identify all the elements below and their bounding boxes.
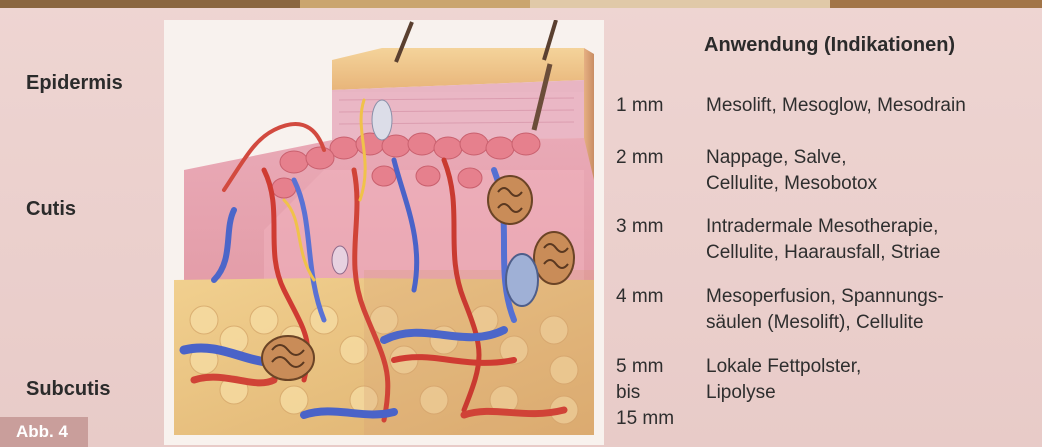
indication-text: Mesoperfusion, Spannungs- säulen (Mesoli…	[706, 284, 944, 336]
depth-value: 5 mm bis 15 mm	[616, 354, 674, 432]
indication-text: Mesolift, Mesoglow, Mesodrain	[706, 93, 966, 119]
indication-text: Lokale Fettpolster, Lipolyse	[706, 354, 861, 406]
layer-label-cutis: Cutis	[26, 198, 76, 221]
layer-label-subcutis: Subcutis	[26, 378, 110, 401]
figure-label: Abb. 4	[0, 417, 88, 447]
indication-text: Intradermale Mesotherapie, Cellulite, Ha…	[706, 214, 940, 266]
skin-cross-section-illustration	[164, 20, 604, 445]
depth-value: 2 mm	[616, 145, 664, 171]
depth-value: 4 mm	[616, 284, 664, 310]
depth-value: 3 mm	[616, 214, 664, 240]
indications-header: Anwendung (Indikationen)	[704, 34, 955, 57]
indication-text: Nappage, Salve, Cellulite, Mesobotox	[706, 145, 877, 197]
depth-value: 1 mm	[616, 93, 664, 119]
photo-strip	[0, 0, 1042, 8]
layer-label-epidermis: Epidermis	[26, 72, 123, 95]
